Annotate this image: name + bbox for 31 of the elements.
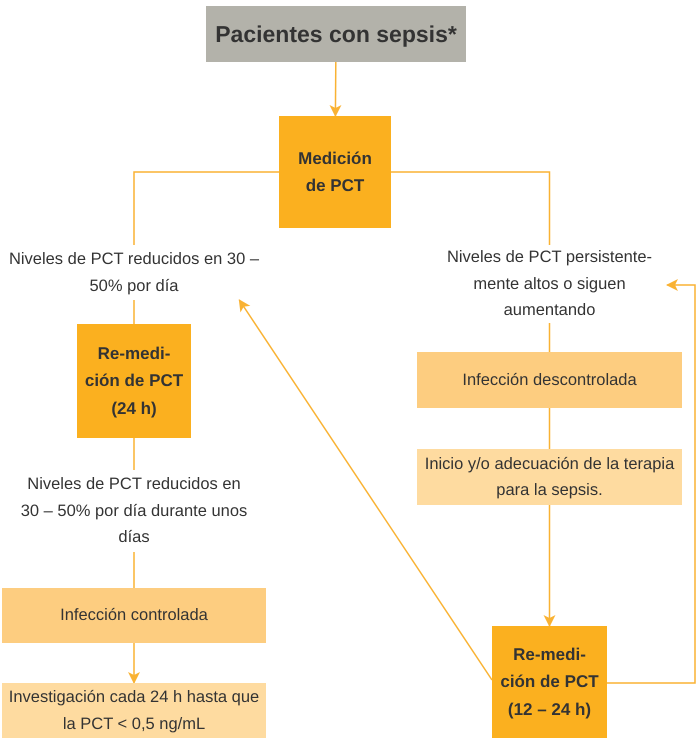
box-label: Pacientes con sepsis* xyxy=(215,20,457,49)
arrow xyxy=(238,299,493,680)
action-box xyxy=(2,683,266,738)
outcome-text: Niveles de PCT reducidos en 30 – 50% por día durante unos días xyxy=(20,474,248,548)
box-label: Investigación cada 24 h hasta que la PCT < 0,5 ng/mL xyxy=(8,687,260,734)
process-box xyxy=(279,116,391,228)
status-box xyxy=(2,588,266,643)
outcome-text: Niveles de PCT reducidos en 30 – 50% por día xyxy=(8,249,260,296)
process-box xyxy=(492,626,607,738)
box-label: Medición de PCT xyxy=(297,148,373,197)
arrow xyxy=(607,279,696,684)
arrow xyxy=(329,62,342,117)
connector-line xyxy=(133,300,135,324)
start-box xyxy=(206,6,466,62)
box-label: Re-medi- ción de PCT (24 h) xyxy=(84,343,184,420)
connector-line xyxy=(133,552,135,588)
connector-line xyxy=(391,171,550,245)
box-label: Infección descontrolada xyxy=(462,370,637,391)
connector-line xyxy=(133,438,135,470)
connector-line xyxy=(133,171,279,245)
box-label: Re-medi- ción de PCT (12 – 24 h) xyxy=(499,644,600,721)
status-box xyxy=(417,352,682,408)
box-label: Inicio y/o adecuación de la terapia para la sepsis. xyxy=(424,454,676,501)
connector-line xyxy=(548,323,550,352)
connector-line xyxy=(548,408,550,449)
arrow xyxy=(544,505,556,627)
process-box xyxy=(77,324,191,438)
arrow xyxy=(128,643,140,684)
outcome-text: Niveles de PCT persistente- mente altos o siguen aumentando xyxy=(446,247,654,322)
box-label: Infección controlada xyxy=(60,605,208,626)
action-box xyxy=(417,449,682,505)
